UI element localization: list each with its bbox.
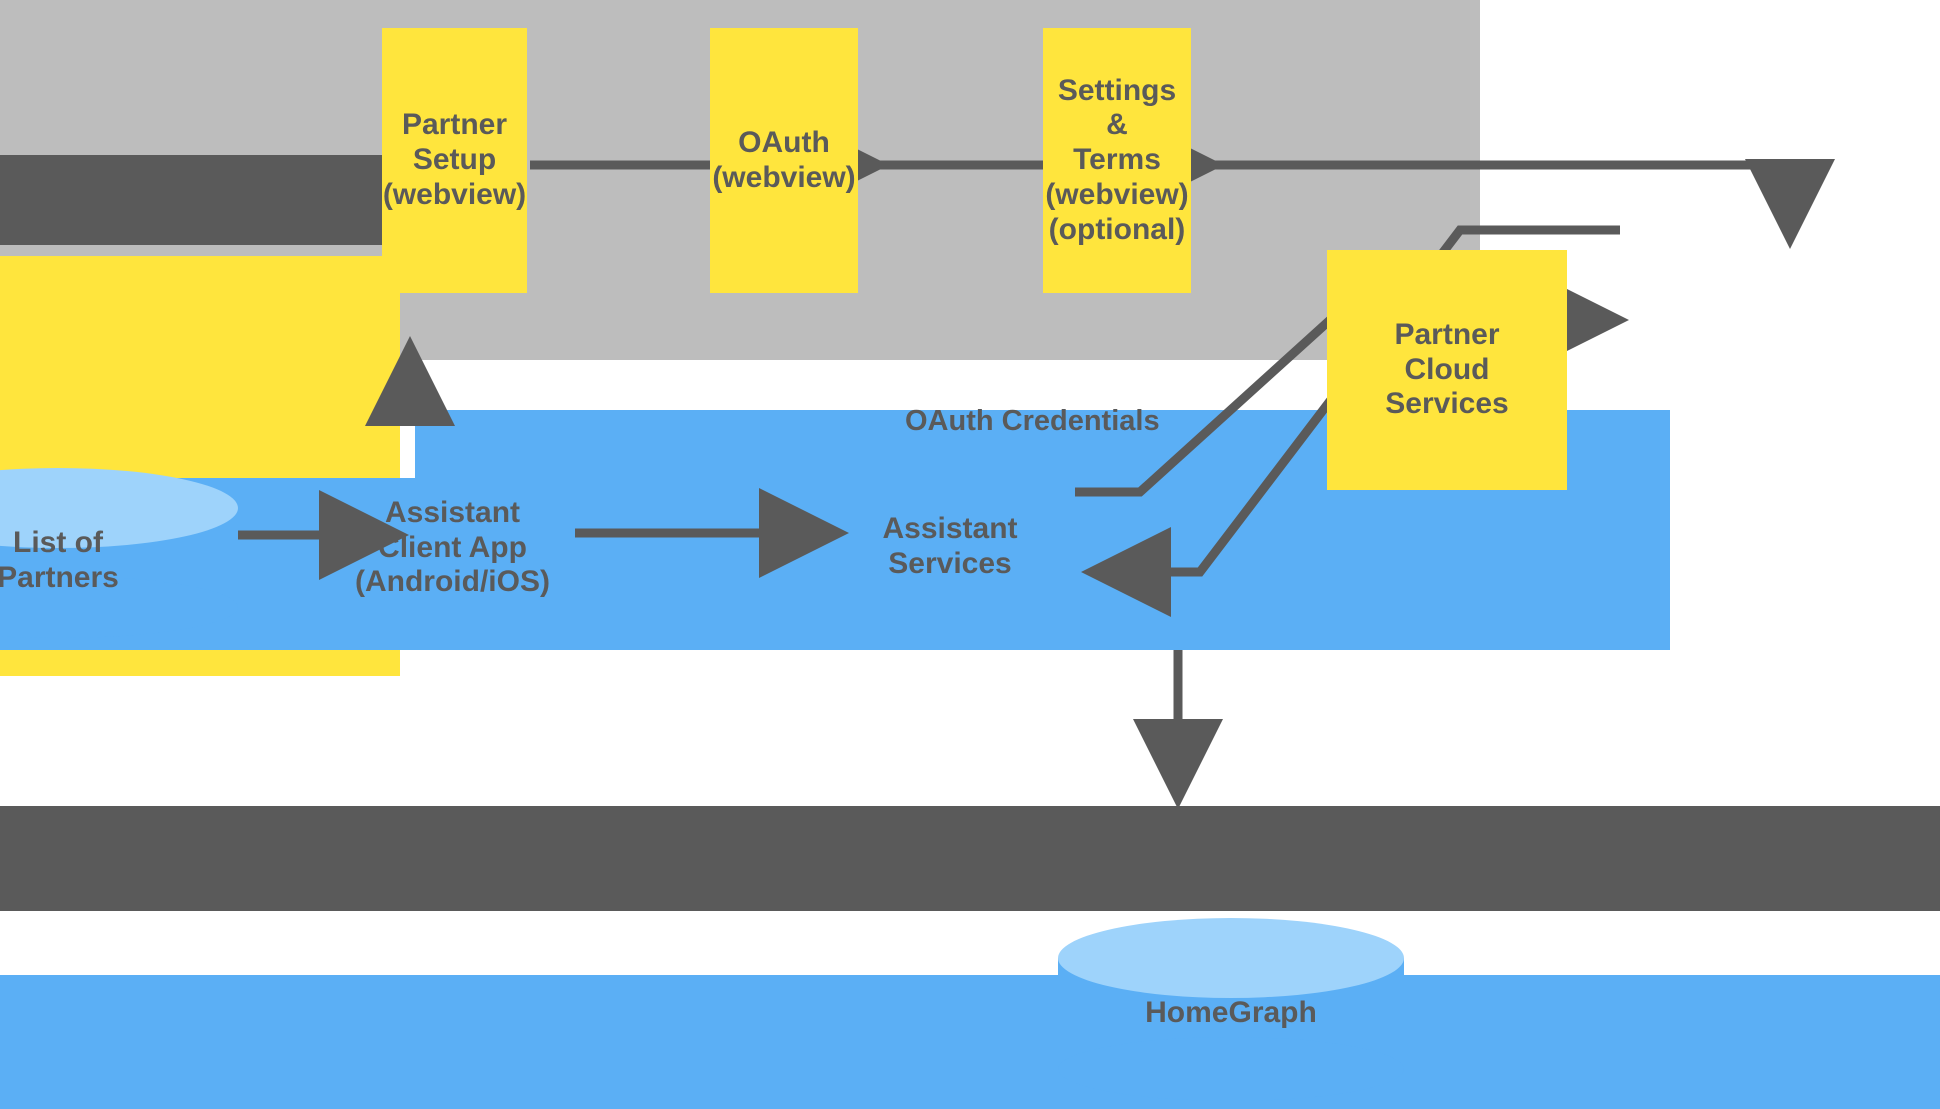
homegraph-cylinder-bottom xyxy=(1058,1037,1404,1101)
node-partner-setup-label: Partner Setup (webview) xyxy=(382,108,527,211)
node-settings-terms-label: Settings & Terms (webview) (optional) xyxy=(1045,73,1189,246)
node-list-of-partners-label: List of Partners xyxy=(0,526,119,594)
node-partner-setup[interactable]: Partner Setup (webview) xyxy=(382,28,527,293)
node-partner-cloud-services-label: Partner Cloud Services xyxy=(1385,317,1509,421)
node-list-of-partners[interactable]: List of Partners xyxy=(0,468,238,638)
node-partner-cloud-services[interactable]: Partner Cloud Services xyxy=(1327,250,1567,490)
bottom-blue-strip xyxy=(0,975,1940,1109)
node-oauth[interactable]: OAuth (webview) xyxy=(710,28,858,293)
edge-band-upper xyxy=(0,806,1940,911)
homegraph-cylinder-top xyxy=(1058,918,1404,998)
node-assistant-services-label: Assistant Services xyxy=(882,512,1018,580)
edge-label-oauth-credentials: OAuth Credentials xyxy=(905,405,1160,437)
node-homegraph-label: HomeGraph xyxy=(1145,996,1317,1029)
edge-band-left xyxy=(0,155,400,245)
node-homegraph[interactable]: HomeGraph xyxy=(1058,918,1404,1101)
node-settings-terms[interactable]: Settings & Terms (webview) (optional) xyxy=(1043,28,1191,293)
node-assistant-client-app-label: Assistant Client App (Android/iOS) xyxy=(355,495,550,599)
node-assistant-client-app[interactable]: Assistant Client App (Android/iOS) xyxy=(335,410,570,650)
edge-settings-terms-to-partner-cloud xyxy=(1196,159,1835,249)
node-oauth-label: OAuth (webview) xyxy=(712,125,856,194)
node-assistant-services[interactable]: Assistant Services xyxy=(840,450,1060,620)
